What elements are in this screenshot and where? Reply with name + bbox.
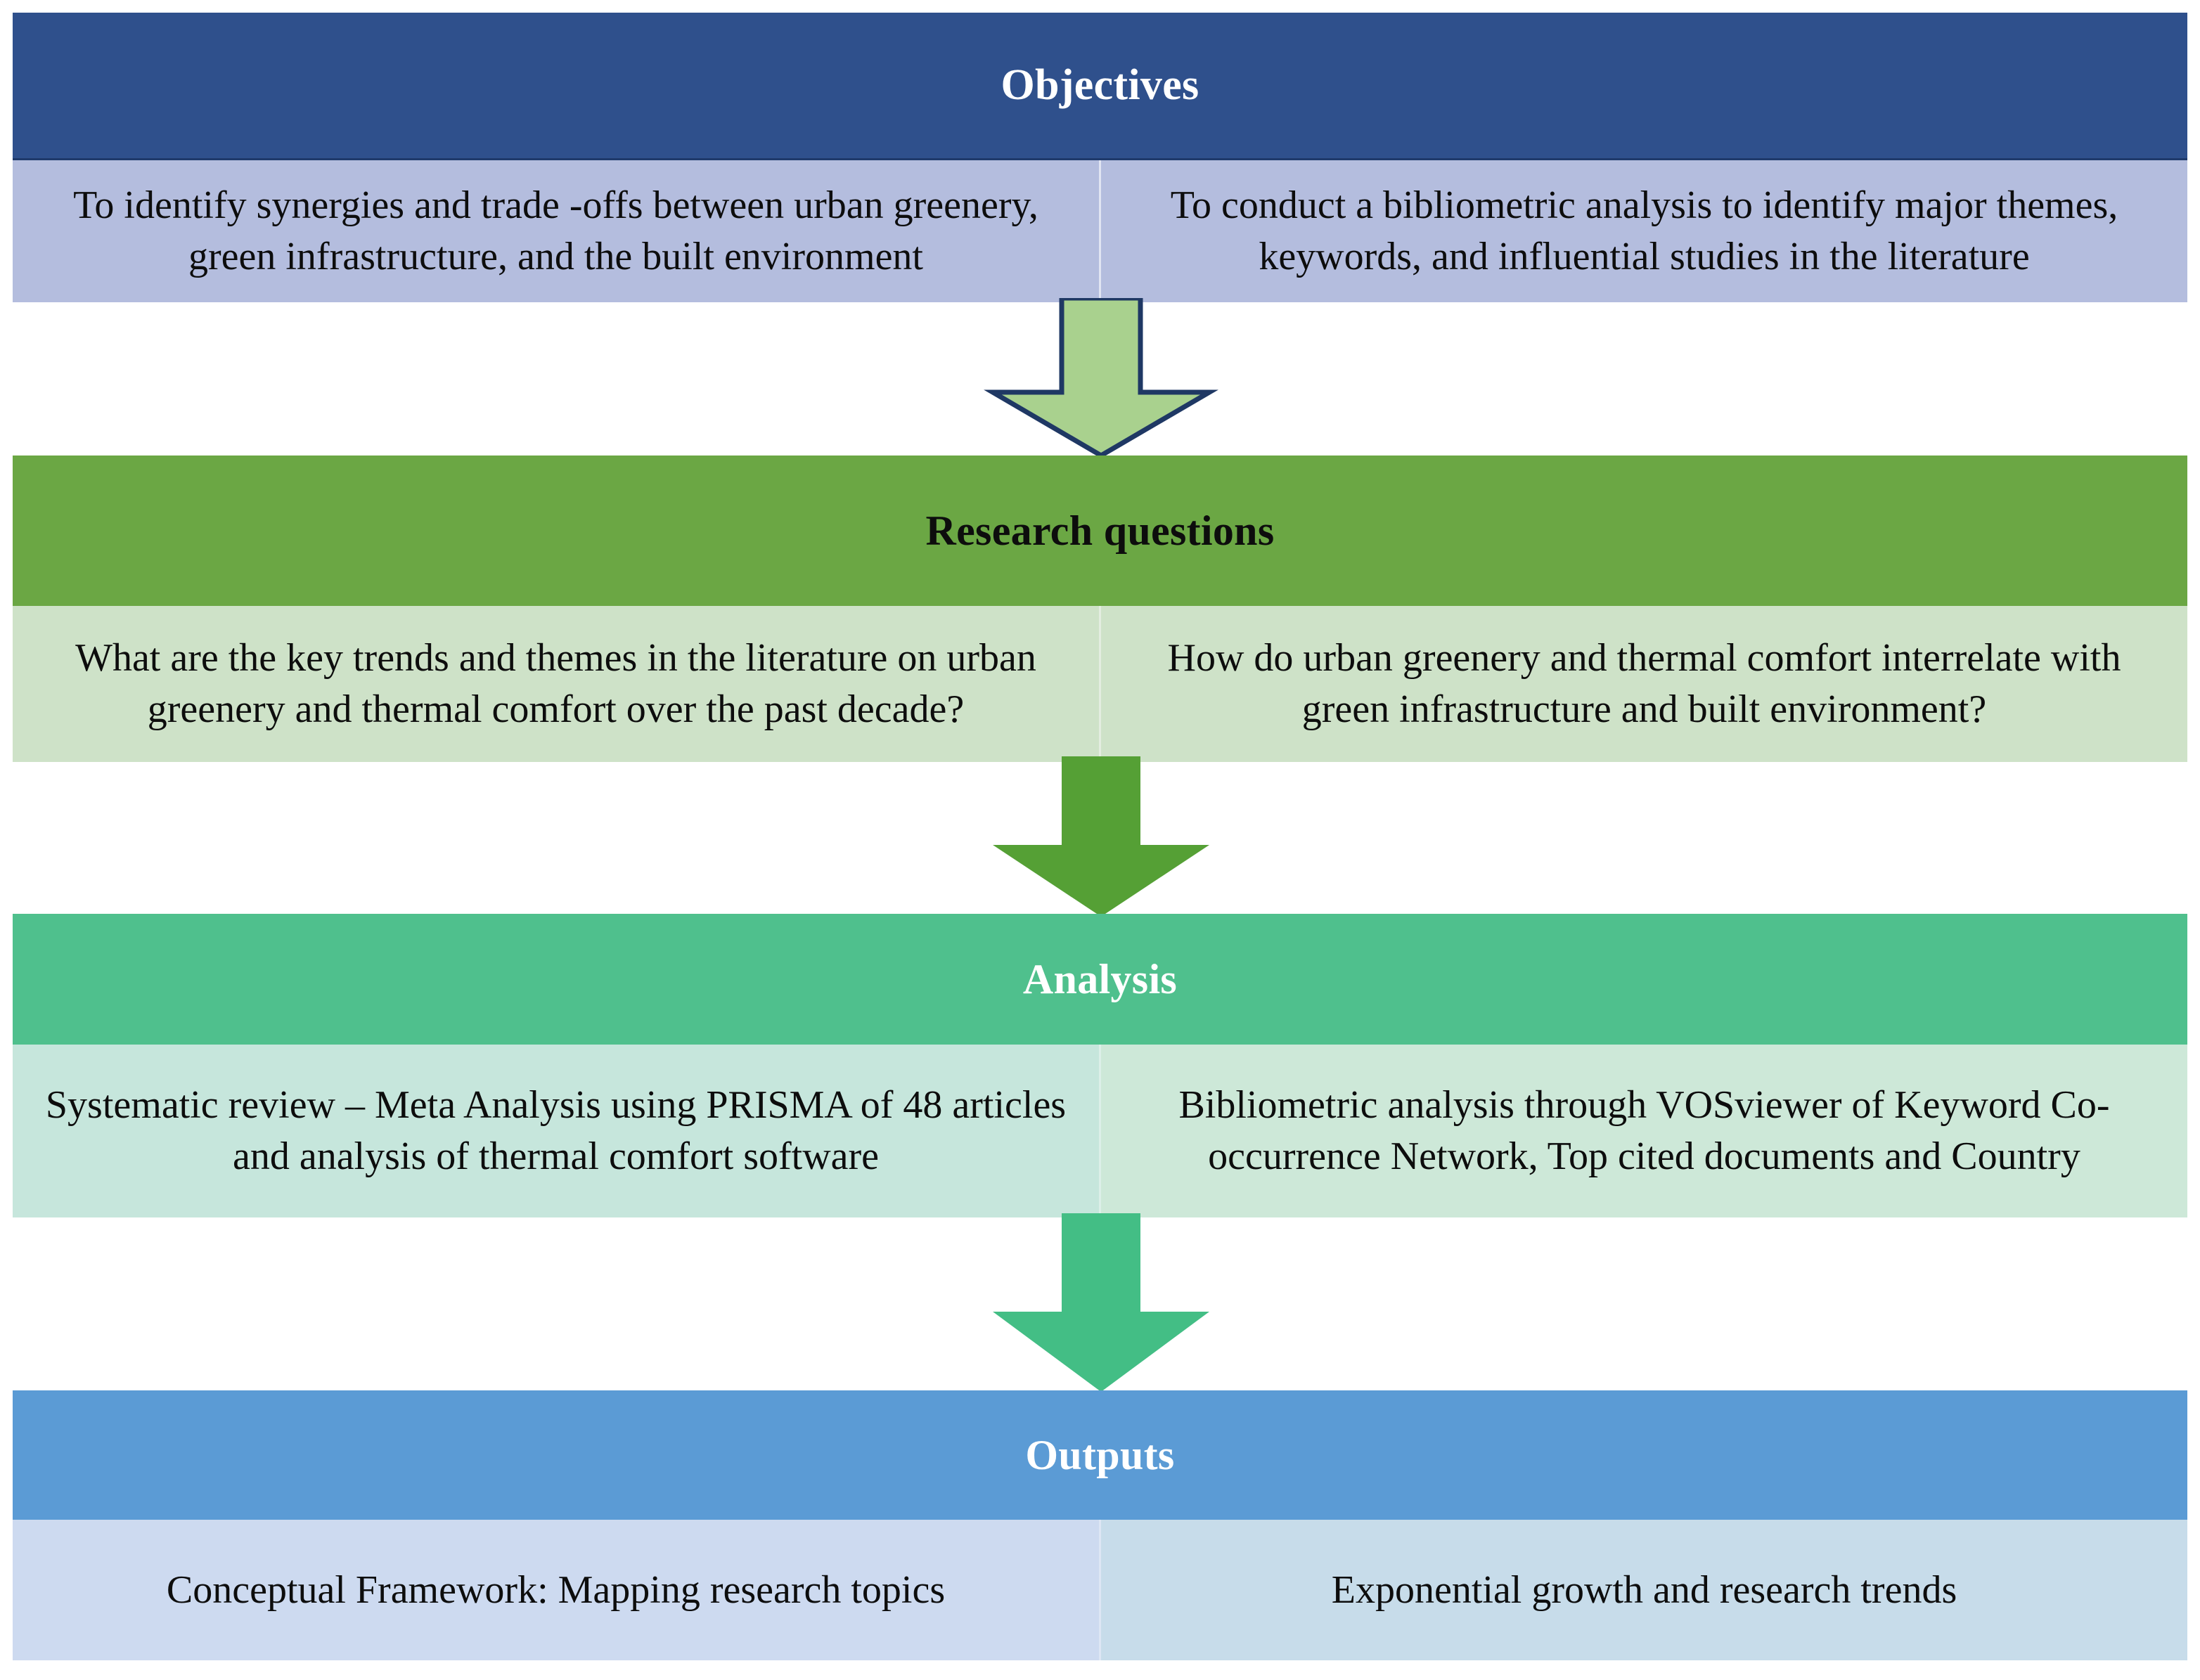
objectives-right-text: To conduct a bibliometric analysis to id… (1170, 183, 2118, 278)
outputs-right-cell: Exponential growth and research trends (1101, 1520, 2187, 1660)
analysis-divider (1099, 1045, 1101, 1217)
analysis-right-cell: Bibliometric analysis through VOSviewer … (1101, 1045, 2187, 1217)
outputs-left-cell: Conceptual Framework: Mapping research t… (13, 1520, 1099, 1660)
section-outputs: Outputs Conceptual Framework: Mapping re… (13, 1390, 2187, 1660)
research-divider (1099, 606, 1101, 762)
outputs-right-text: Exponential growth and research trends (1331, 1568, 1957, 1612)
research-questions-header: Research questions (13, 455, 2187, 606)
down-arrow-icon-objectives-to-research (983, 298, 1219, 458)
objectives-right-cell: To conduct a bibliometric analysis to id… (1101, 160, 2187, 302)
down-arrow-icon-research-to-analysis (983, 756, 1219, 918)
objectives-body: To identify synergies and trade -offs be… (13, 160, 2187, 302)
objectives-left-text: To identify synergies and trade -offs be… (73, 183, 1038, 278)
outputs-body: Conceptual Framework: Mapping research t… (13, 1520, 2187, 1660)
outputs-divider (1099, 1520, 1101, 1660)
section-objectives: Objectives To identify synergies and tra… (13, 13, 2187, 302)
analysis-left-cell: Systematic review – Meta Analysis using … (13, 1045, 1099, 1217)
research-left-cell: What are the key trends and themes in th… (13, 606, 1099, 762)
research-questions-body: What are the key trends and themes in th… (13, 606, 2187, 762)
objectives-divider (1099, 160, 1101, 302)
analysis-header: Analysis (13, 914, 2187, 1045)
research-right-text: How do urban greenery and thermal comfor… (1167, 636, 2121, 731)
outputs-left-text: Conceptual Framework: Mapping research t… (166, 1568, 946, 1612)
analysis-body: Systematic review – Meta Analysis using … (13, 1045, 2187, 1217)
analysis-left-text: Systematic review – Meta Analysis using … (45, 1083, 1067, 1178)
section-research-questions: Research questions What are the key tren… (13, 455, 2187, 762)
section-analysis: Analysis Systematic review – Meta Analys… (13, 914, 2187, 1217)
research-right-cell: How do urban greenery and thermal comfor… (1101, 606, 2187, 762)
down-arrow-icon-analysis-to-outputs (983, 1213, 1219, 1395)
objectives-header: Objectives (13, 13, 2187, 160)
research-left-text: What are the key trends and themes in th… (75, 636, 1036, 731)
outputs-header: Outputs (13, 1390, 2187, 1520)
analysis-right-text: Bibliometric analysis through VOSviewer … (1178, 1083, 2110, 1178)
objectives-left-cell: To identify synergies and trade -offs be… (13, 160, 1099, 302)
